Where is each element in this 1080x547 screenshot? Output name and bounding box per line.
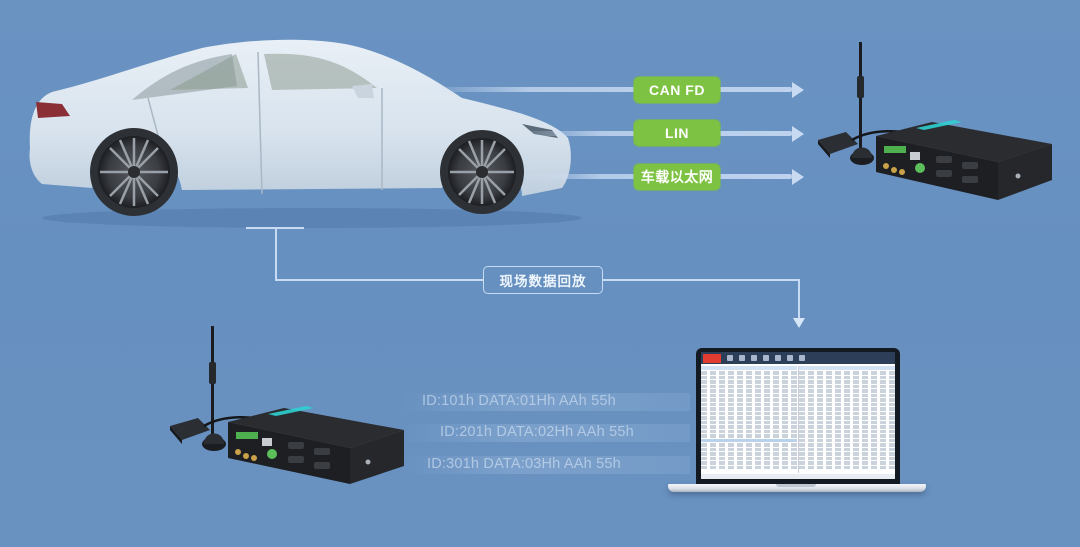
app-logo (703, 353, 721, 363)
stream-line-1: ID:101h DATA:01Hh AAh 55h (422, 393, 616, 409)
recorder-device-top (818, 42, 1052, 200)
analysis-software-window (701, 352, 895, 479)
toolbar-icon (787, 355, 793, 361)
data-table-right (797, 366, 895, 473)
replay-connector-down (798, 279, 800, 319)
replay-connector-vertical (275, 228, 277, 281)
can-fd-arrow-icon (792, 82, 804, 98)
stream-line-3: ID:301h DATA:03Hh AAh 55h (427, 456, 621, 472)
replay-connector-right (603, 279, 799, 281)
car-illustration (29, 39, 582, 228)
stream-band-3 (400, 456, 690, 474)
arrow-down-icon (793, 318, 805, 328)
can-fd-tag: CAN FD (634, 77, 720, 103)
replay-label: 现场数据回放 (483, 266, 603, 294)
ethernet-port-icon (910, 152, 920, 160)
stream-line-2: ID:201h DATA:02Hh AAh 55h (440, 424, 634, 440)
toolbar-icon (739, 355, 745, 361)
replay-connector-left (275, 279, 483, 281)
db9-port-icon (936, 156, 952, 163)
stream-band-2 (400, 424, 690, 442)
front-wheel (440, 130, 524, 214)
lin-label: LIN (664, 125, 690, 141)
db9-port-icon (288, 442, 304, 449)
gps-puck-icon (170, 418, 210, 440)
lin-arrow-icon (792, 126, 804, 142)
toolbar-icon (799, 355, 805, 361)
ethernet-port-icon (262, 438, 272, 446)
toolbar-icon (751, 355, 757, 361)
laptop-screen (696, 348, 900, 484)
terminal-block-icon (236, 432, 258, 439)
ethernet-arrow-icon (792, 169, 804, 185)
rear-wheel (90, 128, 178, 216)
toolbar-icon (727, 355, 733, 361)
gps-puck-icon (818, 132, 858, 154)
lin-tag: LIN (634, 120, 720, 146)
app-toolbar (701, 352, 895, 364)
ethernet-tag: 车载以太网 (634, 164, 720, 190)
ethernet-label: 车载以太网 (640, 169, 714, 185)
data-table-left (701, 366, 798, 473)
toolbar-icon (775, 355, 781, 361)
stream-band-1 (400, 393, 690, 411)
recorder-device-bottom (170, 326, 404, 484)
toolbar-icon (763, 355, 769, 361)
laptop-notch (776, 484, 816, 487)
laptop-base (668, 484, 926, 492)
terminal-block-icon (884, 146, 906, 153)
status-bar (701, 474, 895, 479)
can-fd-label: CAN FD (649, 82, 705, 98)
can-fd-flow-line (420, 87, 792, 92)
